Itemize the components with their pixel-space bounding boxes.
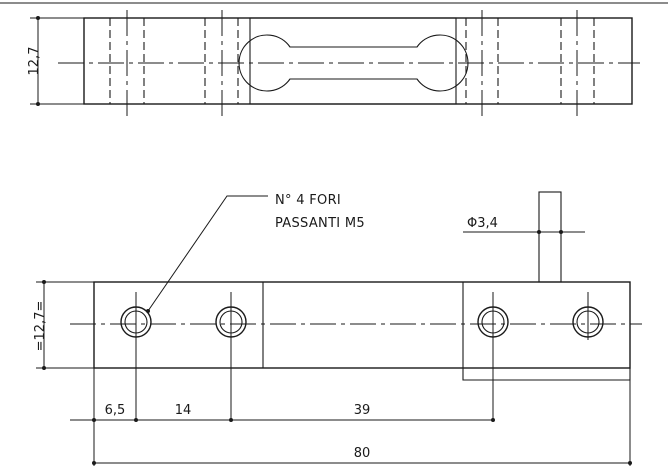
dim-tick	[42, 280, 46, 284]
leader-dot	[146, 309, 150, 313]
dim-tick	[537, 230, 541, 234]
dim-tick	[559, 230, 563, 234]
dim-tick	[134, 418, 138, 422]
dim-tick	[92, 418, 96, 422]
dim-label-80: 80	[354, 446, 371, 461]
front-view: N° 4 FORI PASSANTI M5 Φ3,4 =12,7= 6,5 14…	[33, 191, 642, 466]
dim-tick	[36, 16, 40, 20]
pin-diameter-label: Φ3,4	[467, 216, 498, 231]
top-view-height-label: 12,7	[27, 47, 42, 76]
slot-region-outline	[249, 17, 457, 105]
top-view-hole-axes	[109, 10, 595, 118]
top-view: 12,7	[27, 10, 640, 118]
dim-label-6-5: 6,5	[105, 403, 126, 418]
dogbone-slot	[238, 34, 469, 92]
dim-label-14: 14	[175, 403, 192, 418]
holes	[120, 306, 604, 338]
top-view-slot	[238, 17, 469, 105]
dim-tick	[42, 366, 46, 370]
hole-note-line1: N° 4 FORI	[275, 193, 341, 208]
dim-tick	[229, 418, 233, 422]
dim-tick	[36, 102, 40, 106]
right-block-step	[462, 368, 631, 381]
dim-label-39: 39	[354, 403, 371, 418]
dim-tick	[92, 461, 96, 465]
hole-note-leader	[147, 195, 268, 312]
top-view-body-outline	[83, 17, 633, 105]
dim-tick	[628, 461, 632, 465]
dim-tick	[491, 418, 495, 422]
pin	[538, 191, 562, 283]
front-view-body-outline	[93, 281, 631, 369]
hole-note-line2: PASSANTI M5	[275, 216, 365, 231]
front-height-label: =12,7=	[33, 301, 48, 352]
